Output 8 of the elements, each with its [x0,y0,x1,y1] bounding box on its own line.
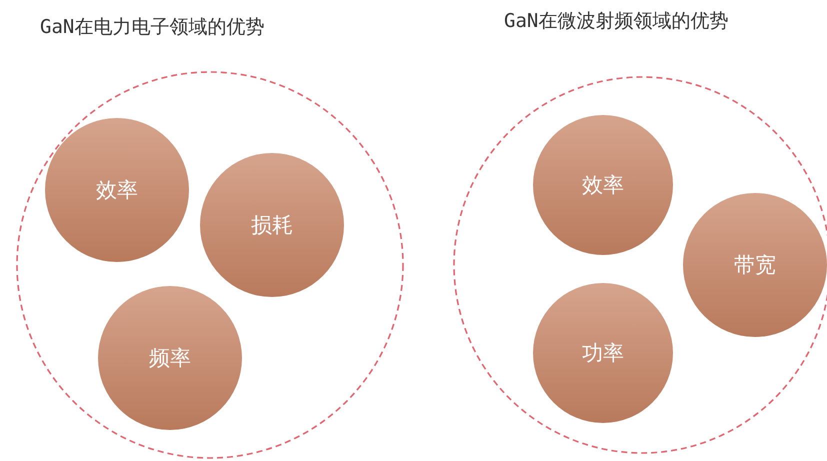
circle-node: 效率 [533,115,673,255]
circle-node: 带宽 [683,193,827,337]
circle-node: 损耗 [200,153,344,297]
circle-node: 功率 [533,283,673,423]
group-heading: GaN在微波射频领域的优势 [504,9,728,34]
group-heading: GaN在电力电子领域的优势 [40,15,264,40]
circle-node: 频率 [98,286,242,430]
circle-node: 效率 [45,118,189,262]
